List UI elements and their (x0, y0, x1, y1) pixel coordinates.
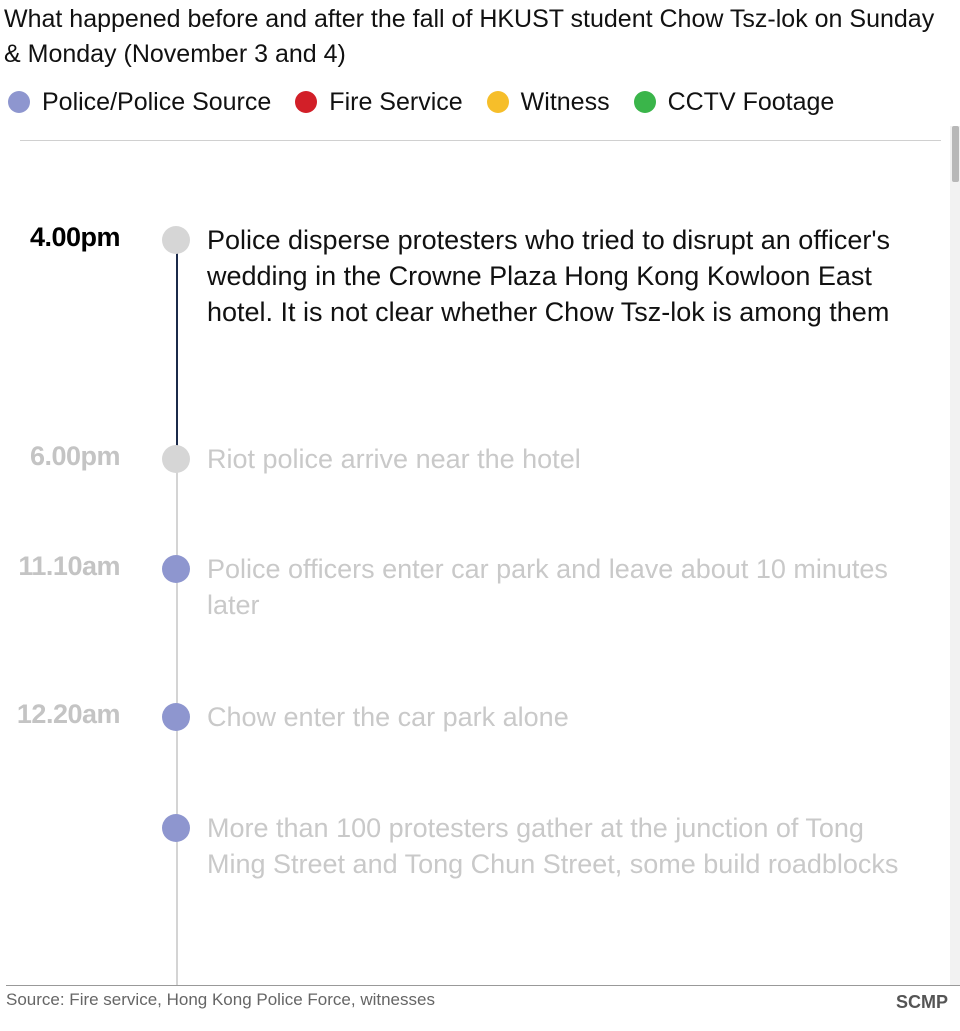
bottom-divider (6, 985, 960, 986)
scrollbar-thumb[interactable] (952, 126, 959, 182)
event-text: More than 100 protesters gather at the j… (207, 813, 899, 879)
legend-label-police: Police/Police Source (42, 87, 272, 116)
event-time: 6.00pm (29, 441, 121, 471)
event-dot (162, 814, 190, 842)
event-time: 4.00pm (29, 222, 121, 252)
legend-item-police: Police/Police Source (8, 88, 271, 117)
source-note: Source: Fire service, Hong Kong Police F… (6, 990, 435, 1009)
top-divider (20, 140, 941, 141)
legend-dot-cctv (633, 91, 656, 113)
brand-logo: SCMP (895, 992, 948, 1012)
event-time: 11.10am (18, 551, 120, 581)
event-dot (162, 703, 190, 731)
event-text: Chow enter the car park alone (207, 702, 569, 732)
scrollbar-track[interactable] (950, 126, 960, 986)
event-text: Police officers enter car park and leave… (207, 554, 888, 620)
event-time: 12.20am (16, 699, 121, 729)
legend-dot-witness (486, 91, 509, 113)
legend-label-fire-service: Fire Service (329, 87, 463, 116)
legend-label-cctv: CCTV Footage (667, 87, 835, 116)
legend-dot-police (8, 91, 30, 113)
event-dot (162, 445, 190, 473)
event-text: Riot police arrive near the hotel (207, 444, 581, 474)
legend: Police/Police Source Fire Service Witnes… (8, 86, 858, 118)
legend-item-witness: Witness (486, 87, 610, 117)
event-dot (162, 226, 190, 254)
legend-item-fire-service: Fire Service (295, 87, 463, 117)
legend-item-cctv: CCTV Footage (633, 87, 835, 117)
legend-label-witness: Witness (520, 87, 610, 116)
legend-dot-fire-service (295, 91, 318, 113)
chart-title: What happened before and after the fall … (4, 5, 935, 68)
timeline-progress-line (176, 238, 178, 456)
event-text: Police disperse protesters who tried to … (207, 225, 890, 327)
event-dot (162, 555, 190, 583)
